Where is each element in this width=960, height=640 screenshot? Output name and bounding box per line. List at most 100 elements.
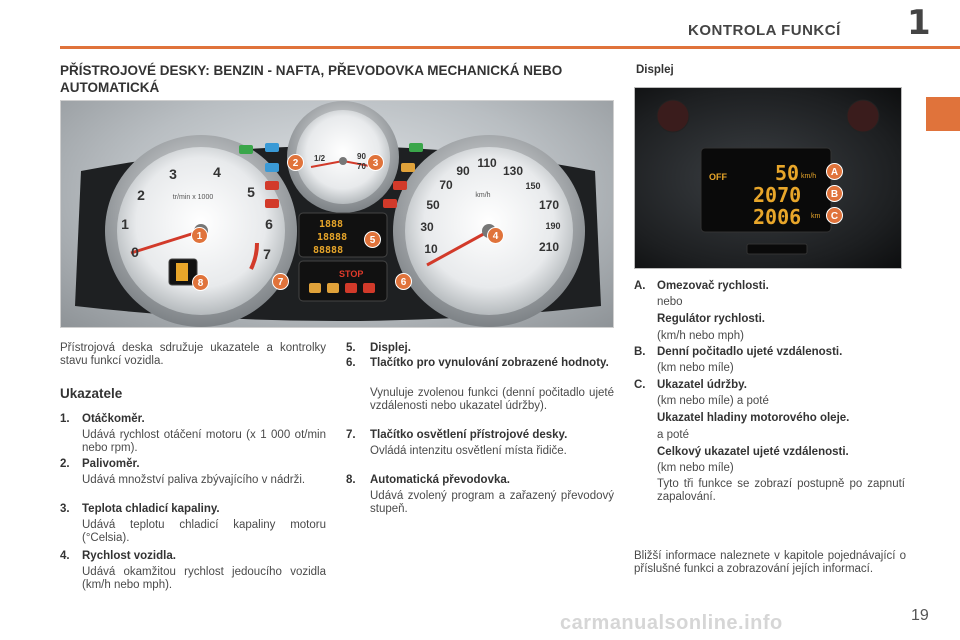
warning-display [298,260,388,302]
instrument-panel-drawing: 0 1 2 3 4 5 6 7 tr/min x 1000 10 30 50 7… [75,101,601,327]
item-number: 3. [60,503,70,515]
speedometer-needle [426,229,490,267]
speedo-tick: 90 [456,164,470,178]
speedo-tick: 50 [426,198,440,212]
item-letter: A. [634,280,646,292]
gear-indicator [176,263,188,281]
item-text: (km nebo míle) [657,362,734,374]
item-title: Tlačítko pro vynulování zobrazené hodnot… [370,357,609,369]
display-closeup-photo: OFF 50 km/h 2070 2006 km A B C [634,87,902,269]
speedo-tick: 150 [525,181,540,191]
display-line: 1888 [319,219,343,230]
item-number: 2. [60,458,70,470]
trip-unit: km [811,213,821,220]
gauges-heading: Ukazatele [60,386,123,401]
temp-mark: 70 [357,162,366,171]
item-text: Udává teplotu chladicí kapaliny motoru (… [82,519,326,544]
instrument-panel-photo: 0 1 2 3 4 5 6 7 tr/min x 1000 10 30 50 7… [60,100,614,328]
item-text: Udává množství paliva zbývajícího v nádr… [82,474,306,486]
item-text: Ovládá intenzitu osvětlení místa řidiče. [370,445,567,457]
item-title: Tlačítko osvětlení přístrojové desky. [370,429,568,441]
speedo-unit: km/h [475,192,490,199]
footer-note: Bližší informace naleznete v kapitole po… [634,550,906,575]
item-title: Teplota chladicí kapaliny. [82,503,220,515]
temp-mark: 90 [357,152,366,161]
speedo-tick: 210 [539,240,559,254]
item-text: Udává zvolený program a zařazený převodo… [370,490,614,515]
tacho-tick: 1 [121,216,129,232]
badge-1: 1 [191,227,208,244]
item-title: Regulátor rychlosti. [657,313,765,325]
badge-3: 3 [367,154,384,171]
display-closeup-drawing: OFF 50 km/h 2070 2006 km [656,99,880,255]
item-title: Palivoměr. [82,458,140,470]
watermark: carmanualsonline.info [560,612,783,634]
tacho-unit: tr/min x 1000 [173,194,214,201]
item-text: (km/h nebo mph) [657,330,744,342]
speedo-tick: 190 [545,221,560,231]
badge-2: 2 [287,154,304,171]
badge-4: 4 [487,227,504,244]
item-letter: B. [634,346,646,358]
badge-6: 6 [395,273,412,290]
tachometer-needle [130,229,202,255]
item-letter: C. [634,379,646,391]
badge-8: 8 [192,274,209,291]
section-title: KONTROLA FUNKCÍ [688,22,841,39]
off-label: OFF [709,172,727,182]
item-text: Udává rychlost otáčení motoru (x 1 000 o… [82,429,326,454]
speedo-tick: 170 [539,198,559,212]
item-title: Displej. [370,342,411,354]
item-number: 7. [346,429,356,441]
badge-a: A [826,163,843,180]
item-number: 8. [346,474,356,486]
item-number: 5. [346,342,356,354]
item-text: nebo [657,296,683,308]
speedo-tick: 30 [420,220,434,234]
item-title: Automatická převodovka. [370,474,510,486]
warning-lamps [239,143,423,293]
chapter-number: 1 [907,3,931,43]
speed-unit: km/h [801,173,816,180]
intro-text: Přístrojová deska sdružuje ukazatele a k… [60,342,326,367]
trip-value: 2006 [753,205,801,229]
fuel-mark: 1/2 [314,154,326,163]
speedo-tick: 70 [439,178,453,192]
tacho-tick: 2 [137,187,145,203]
tacho-tick: 7 [263,246,271,262]
display-line: 18888 [317,232,347,243]
item-text: (km nebo míle) [657,462,734,474]
speedo-tick: 10 [424,242,438,256]
badge-b: B [826,185,843,202]
header-rule [60,46,960,49]
item-text: Udává okamžitou rychlost jedoucího vozid… [82,566,326,591]
tacho-tick: 4 [213,164,221,180]
page-number: 19 [911,607,929,624]
item-title: Otáčkoměr. [82,413,145,425]
item-text: (km nebo míle) a poté [657,395,769,407]
item-number: 6. [346,357,356,369]
tacho-tick: 3 [169,166,177,182]
item-title: Omezovač rychlosti. [657,280,769,292]
display-section-title: Displej [636,64,674,76]
speedo-tick: 130 [503,164,523,178]
item-title: Ukazatel údržby. [657,379,747,391]
item-number: 4. [60,550,70,562]
odometer-value: 2070 [753,183,801,207]
item-note: Tyto tři funkce se zobrazí postupně po z… [657,478,905,503]
item-title: Denní počitadlo ujeté vzdálenosti. [657,346,843,358]
speed-limit-value: 50 [775,161,799,185]
item-text: Vynuluje zvolenou funkci (denní počitadl… [370,387,614,412]
item-title: Rychlost vozidla. [82,550,176,562]
display-line: 88888 [313,245,343,256]
badge-5: 5 [364,231,381,248]
badge-c: C [826,207,843,224]
item-number: 1. [60,413,70,425]
item-text: a poté [657,429,689,441]
stop-warning: STOP [339,269,363,279]
item-title: Ukazatel hladiny motorového oleje. [657,412,850,424]
item-title: Celkový ukazatel ujeté vzdálenosti. [657,446,849,458]
tacho-tick: 0 [131,244,139,260]
speedo-tick: 110 [477,156,497,170]
chapter-tab [926,97,960,131]
